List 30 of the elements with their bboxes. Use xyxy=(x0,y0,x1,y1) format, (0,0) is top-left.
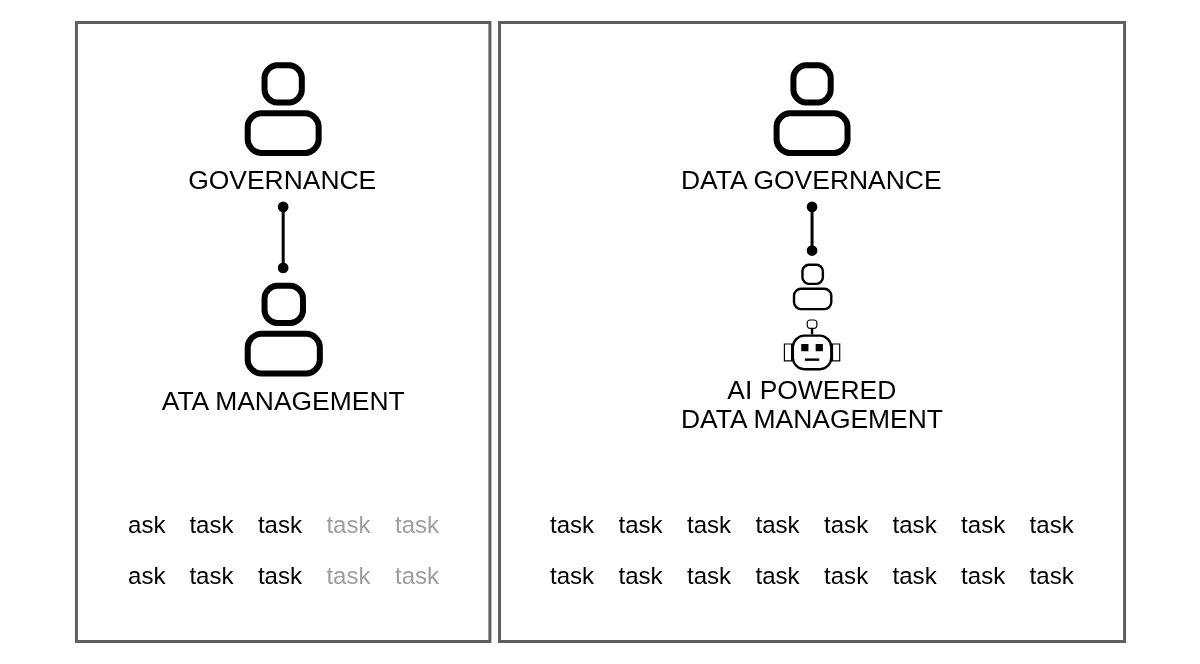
label: task xyxy=(755,561,800,589)
label: task xyxy=(618,561,663,589)
label: task xyxy=(892,561,937,589)
label: task xyxy=(257,561,302,589)
node-label: GOVERNANCE xyxy=(187,165,376,196)
label: task xyxy=(257,511,302,539)
label: task xyxy=(394,561,439,589)
label: task xyxy=(686,561,731,589)
label: task xyxy=(823,511,868,539)
label: task xyxy=(325,511,371,539)
node-label: ATA MANAGEMENT xyxy=(161,385,405,416)
label: task xyxy=(960,561,1005,589)
label: task xyxy=(618,511,663,539)
label: task xyxy=(960,511,1005,539)
label: task xyxy=(686,511,731,539)
label: task xyxy=(549,511,594,539)
label: task xyxy=(549,561,594,589)
label: task xyxy=(188,511,233,539)
label: task xyxy=(1029,561,1074,589)
label: task xyxy=(892,511,937,539)
label: ask xyxy=(127,561,166,589)
node-label: AI POWERED DATA MANAGEMENT xyxy=(680,374,943,434)
label: task xyxy=(755,511,800,539)
label: task xyxy=(325,561,371,589)
label: ask xyxy=(127,511,166,539)
label: task xyxy=(823,561,868,589)
label: task xyxy=(394,511,439,539)
node-label: DATA GOVERNANCE xyxy=(680,165,942,196)
label: task xyxy=(1029,511,1074,539)
label: task xyxy=(188,561,233,589)
